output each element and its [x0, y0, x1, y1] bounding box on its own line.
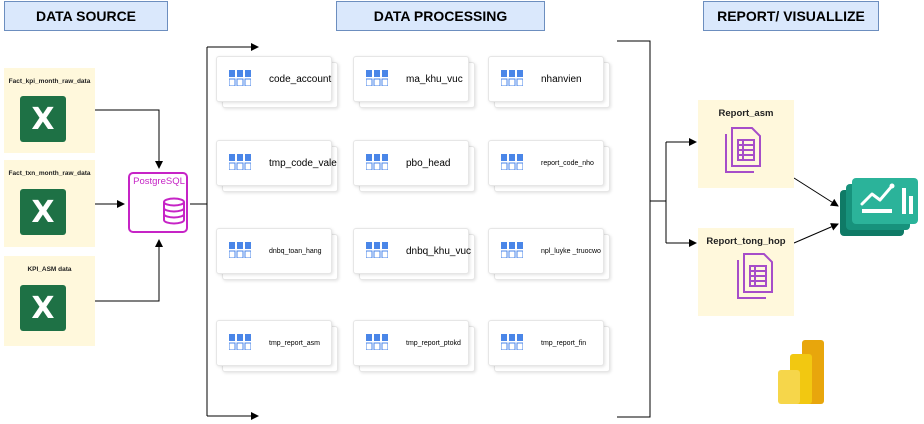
- table-name: dnbq_toan_hang: [269, 247, 322, 255]
- table-name: npl_luyke _truocwo: [541, 247, 601, 255]
- table-name: tmp_report_ptokd: [406, 339, 461, 347]
- report-tong-hop: Report_tong_hop: [698, 228, 794, 316]
- table-icon: [365, 70, 389, 87]
- table-card: tmp_code_vale: [216, 140, 338, 192]
- table-icon: [228, 154, 252, 171]
- document-icon: [737, 253, 773, 299]
- source-label: Fact_kpi_month_raw_data: [8, 78, 91, 85]
- table-icon: [365, 334, 389, 351]
- table-icon: [365, 242, 389, 259]
- header-data-source: DATA SOURCE: [4, 1, 168, 31]
- table-card: ma_khu_vuc: [353, 56, 475, 108]
- source-label: Fact_txn_month_raw_data: [8, 170, 91, 177]
- table-card-face: report_code_nho: [488, 140, 604, 186]
- table-name: code_account: [269, 73, 332, 85]
- table-card: tmp_report_ptokd: [353, 320, 475, 372]
- source-kpi-asm: KPI_ASM data X: [4, 256, 95, 346]
- excel-icon: X: [20, 285, 66, 331]
- report-label: Report_asm: [718, 108, 774, 119]
- table-card-face: npl_luyke _truocwo: [488, 228, 604, 274]
- table-card-face: code_account: [216, 56, 332, 102]
- table-card-face: dnbq_khu_vuc: [353, 228, 472, 274]
- table-name: tmp_report_fin: [541, 339, 587, 347]
- table-card-face: dnbq_toan_hang: [216, 228, 332, 274]
- table-icon: [500, 70, 524, 87]
- table-name: nhanvien: [541, 73, 582, 85]
- table-card: tmp_report_fin: [488, 320, 610, 372]
- table-card: dnbq_khu_vuc: [353, 228, 475, 280]
- table-name: pbo_head: [406, 157, 451, 169]
- table-icon: [500, 334, 524, 351]
- table-card: tmp_report_asm: [216, 320, 338, 372]
- table-card: dnbq_toan_hang: [216, 228, 338, 280]
- table-name: ma_khu_vuc: [406, 73, 463, 85]
- report-label: Report_tong_hop: [706, 236, 786, 247]
- table-card: report_code_nho: [488, 140, 610, 192]
- table-card-face: tmp_report_ptokd: [353, 320, 469, 366]
- table-card-face: tmp_report_fin: [488, 320, 604, 366]
- table-name: tmp_code_vale: [269, 157, 337, 169]
- excel-icon: X: [20, 96, 66, 142]
- report-asm: Report_asm: [698, 100, 794, 188]
- header-data-processing: DATA PROCESSING: [336, 1, 545, 31]
- table-card-face: pbo_head: [353, 140, 469, 186]
- source-fact-txn: Fact_txn_month_raw_data X: [4, 160, 95, 247]
- table-icon: [228, 242, 252, 259]
- header-report-visualize: REPORT/ VISUALLIZE: [703, 1, 879, 31]
- table-card: npl_luyke _truocwo: [488, 228, 610, 280]
- postgresql-label: PostgreSQL: [133, 176, 185, 187]
- source-fact-kpi: Fact_kpi_month_raw_data X: [4, 68, 95, 153]
- table-card: pbo_head: [353, 140, 475, 192]
- table-card-face: tmp_code_vale: [216, 140, 337, 186]
- table-icon: [228, 70, 252, 87]
- table-card-face: nhanvien: [488, 56, 604, 102]
- table-name: dnbq_khu_vuc: [406, 245, 472, 257]
- source-label: KPI_ASM data: [27, 266, 72, 273]
- database-icon: [128, 172, 188, 233]
- table-card: code_account: [216, 56, 338, 108]
- power-bi-icon: [778, 340, 824, 404]
- dashboard-icon: [840, 178, 918, 236]
- table-icon: [365, 154, 389, 171]
- excel-icon: X: [20, 189, 66, 235]
- table-card: nhanvien: [488, 56, 610, 108]
- table-icon: [500, 242, 524, 259]
- table-icon: [228, 334, 252, 351]
- table-card-face: ma_khu_vuc: [353, 56, 469, 102]
- table-card-face: tmp_report_asm: [216, 320, 332, 366]
- table-name: tmp_report_asm: [269, 339, 320, 347]
- document-icon: [725, 127, 761, 173]
- table-icon: [500, 154, 524, 171]
- postgresql-node: PostgreSQL: [128, 172, 190, 234]
- table-name: report_code_nho: [541, 159, 594, 167]
